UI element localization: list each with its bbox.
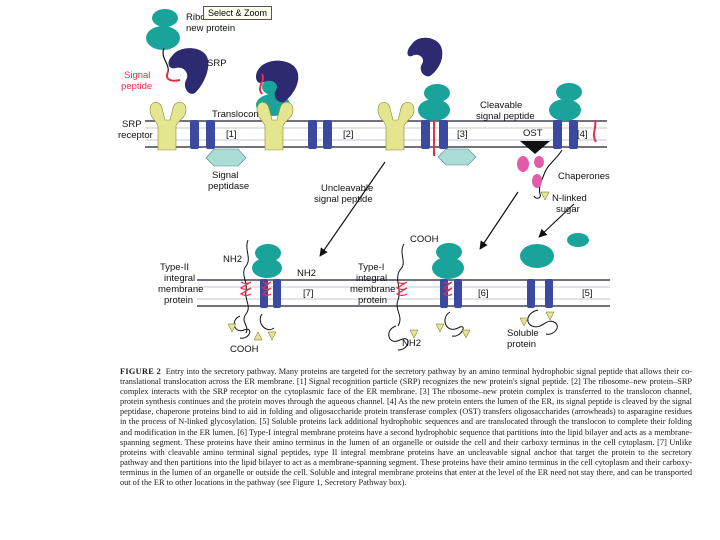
- ost-complex: [520, 141, 550, 154]
- srp-free: [168, 48, 209, 94]
- label-cooh-type2: COOH: [230, 344, 259, 355]
- type1-lumen-fold-b: [444, 311, 464, 337]
- ribosome-type1: [432, 243, 464, 279]
- type2-lumen-fold-b: [259, 313, 275, 330]
- srp-receptor-1: [149, 101, 187, 151]
- label-srp-receptor-2: receptor: [118, 130, 153, 141]
- label-uncleavable-2: signal peptide: [314, 194, 373, 205]
- label-new-protein: new protein: [186, 23, 235, 34]
- arrow-to-type2: [319, 161, 386, 257]
- type1-helix-b: [442, 281, 453, 297]
- type1-chain-a: [396, 243, 405, 327]
- label-srp: SRP: [207, 58, 227, 69]
- label-n-linked-1: N-linked: [552, 193, 587, 204]
- label-ost: OST: [523, 128, 543, 139]
- label-soluble-2: protein: [507, 339, 536, 350]
- label-n-linked-2: sugar: [556, 204, 580, 215]
- signal-peptide-2: [259, 73, 264, 95]
- label-step-4: [4]: [577, 129, 588, 140]
- translocon-1: [190, 120, 215, 149]
- srp-3: [407, 37, 443, 77]
- label-signal-peptidase-1: Signal: [212, 170, 238, 181]
- srp-receptor-3: [377, 101, 415, 151]
- soluble-sugars: [519, 311, 555, 327]
- new-protein-chain: [162, 47, 169, 73]
- caption-label: FIGURE 2: [120, 367, 162, 376]
- label-soluble-1: Soluble: [507, 328, 539, 339]
- type2-helix-a: [239, 281, 252, 297]
- label-step-2: [2]: [343, 129, 354, 140]
- label-step-7: [7]: [303, 288, 314, 299]
- ribosome-free: [146, 9, 180, 50]
- soluble-protein-fold: [527, 309, 558, 335]
- label-signal-peptidase-2: peptidase: [208, 181, 249, 192]
- translocon-soluble: [527, 279, 553, 308]
- ribosome-4: [549, 83, 582, 121]
- caption-text: Entry into the secretory pathway. Many p…: [120, 367, 692, 488]
- arrow-to-type1: [479, 191, 519, 250]
- ribosome-soluble: [520, 233, 589, 268]
- label-uncleavable-1: Uncleavable: [321, 183, 373, 194]
- translocon-4: [553, 120, 578, 149]
- translocon-3: [421, 120, 448, 149]
- label-translocon: Translocon: [212, 109, 259, 120]
- n-linked-sugar-icon: [540, 191, 550, 201]
- label-type2-4: protein: [164, 295, 193, 306]
- label-peptide: peptide: [121, 81, 152, 92]
- label-step-3: [3]: [457, 129, 468, 140]
- label-cleavable-1: Cleavable: [480, 100, 522, 111]
- label-nh2-type2: NH2: [223, 254, 242, 265]
- ribosome-3: [418, 84, 450, 121]
- label-srp-receptor-1: SRP: [122, 119, 142, 130]
- label-step-5: [5]: [582, 288, 593, 299]
- label-type1-2: integral: [356, 273, 387, 284]
- signal-peptidase-2: [437, 148, 477, 166]
- chaperones: [517, 156, 544, 188]
- type2-sugars: [227, 323, 277, 341]
- label-step-1: [1]: [226, 129, 237, 140]
- signal-peptidase-1: [205, 148, 247, 167]
- type1-sugars: [409, 323, 471, 339]
- select-zoom-tooltip[interactable]: Select & Zoom: [203, 6, 273, 20]
- label-type1-3: membrane: [350, 284, 395, 295]
- label-nh2-type2-b: NH2: [297, 268, 316, 279]
- label-signal: Signal: [124, 70, 150, 81]
- label-type2-2: integral: [164, 273, 195, 284]
- label-type1-1: Type-I: [358, 262, 384, 273]
- type2-lumen-fold-a: [233, 315, 251, 339]
- srp-2: [256, 60, 299, 103]
- label-chaperones: Chaperones: [558, 171, 610, 182]
- er-membrane-top: [145, 120, 607, 148]
- type1-lumen-fold-a: [388, 325, 409, 351]
- label-type2-1: Type-II: [160, 262, 189, 273]
- label-cooh-type1: COOH: [410, 234, 439, 245]
- secretory-pathway-diagram: Ribosome new protein SRP Signal peptide …: [118, 9, 610, 355]
- label-type1-4: protein: [358, 295, 387, 306]
- ribosome-type2: [252, 244, 282, 278]
- type2-helix-b: [261, 281, 272, 297]
- signal-peptide-free: [166, 71, 181, 82]
- figure-caption: FIGURE 2 Entry into the secretory pathwa…: [120, 367, 692, 488]
- arrow-to-soluble: [538, 203, 575, 238]
- srp-receptor-2: [256, 101, 294, 151]
- type1-helix-a: [395, 281, 408, 297]
- label-step-6: [6]: [478, 288, 489, 299]
- cleaved-signal-peptide: [593, 119, 597, 143]
- label-nh2-type1: NH2: [402, 338, 421, 349]
- label-type2-3: membrane: [158, 284, 203, 295]
- label-cleavable-2: signal peptide: [476, 111, 535, 122]
- translocon-2: [308, 120, 332, 149]
